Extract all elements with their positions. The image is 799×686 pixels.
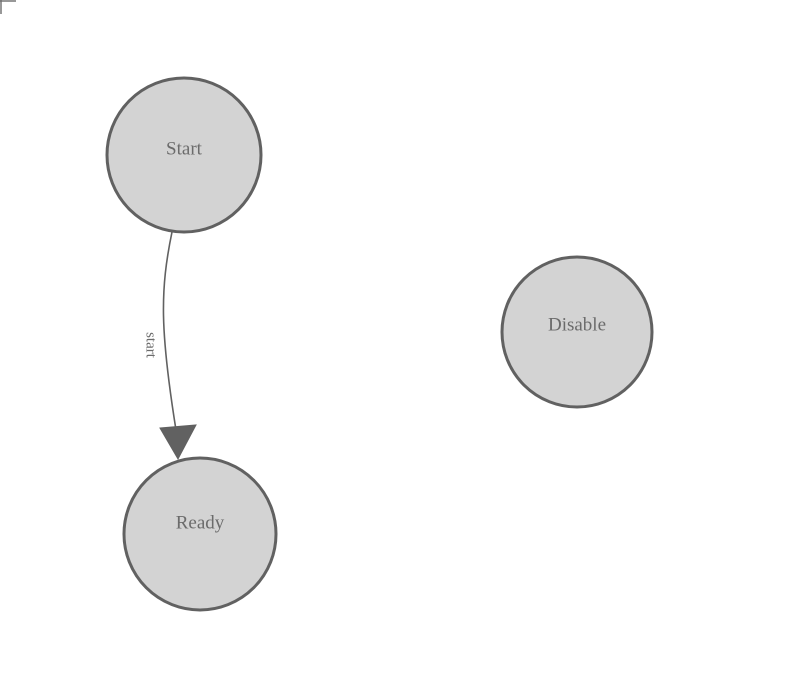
top-left-corner-mark: [0, 0, 16, 14]
arrowhead-icon: [159, 424, 197, 461]
edge-label-start: start: [143, 332, 159, 359]
node-start-label: Start: [166, 138, 203, 159]
node-disable-shape[interactable]: [500, 255, 654, 409]
node-ready-label: Ready: [176, 512, 225, 533]
node-disable[interactable]: Disable: [500, 255, 654, 409]
node-ready[interactable]: Ready: [122, 456, 278, 612]
edge-label-group: start: [143, 332, 159, 359]
node-ready-shape[interactable]: [122, 456, 278, 612]
edge-line: [162, 231, 177, 431]
edge-start-to-ready[interactable]: start: [143, 231, 197, 461]
node-disable-label: Disable: [548, 314, 606, 335]
node-start-shape[interactable]: [105, 76, 263, 234]
node-start[interactable]: Start: [105, 76, 263, 234]
